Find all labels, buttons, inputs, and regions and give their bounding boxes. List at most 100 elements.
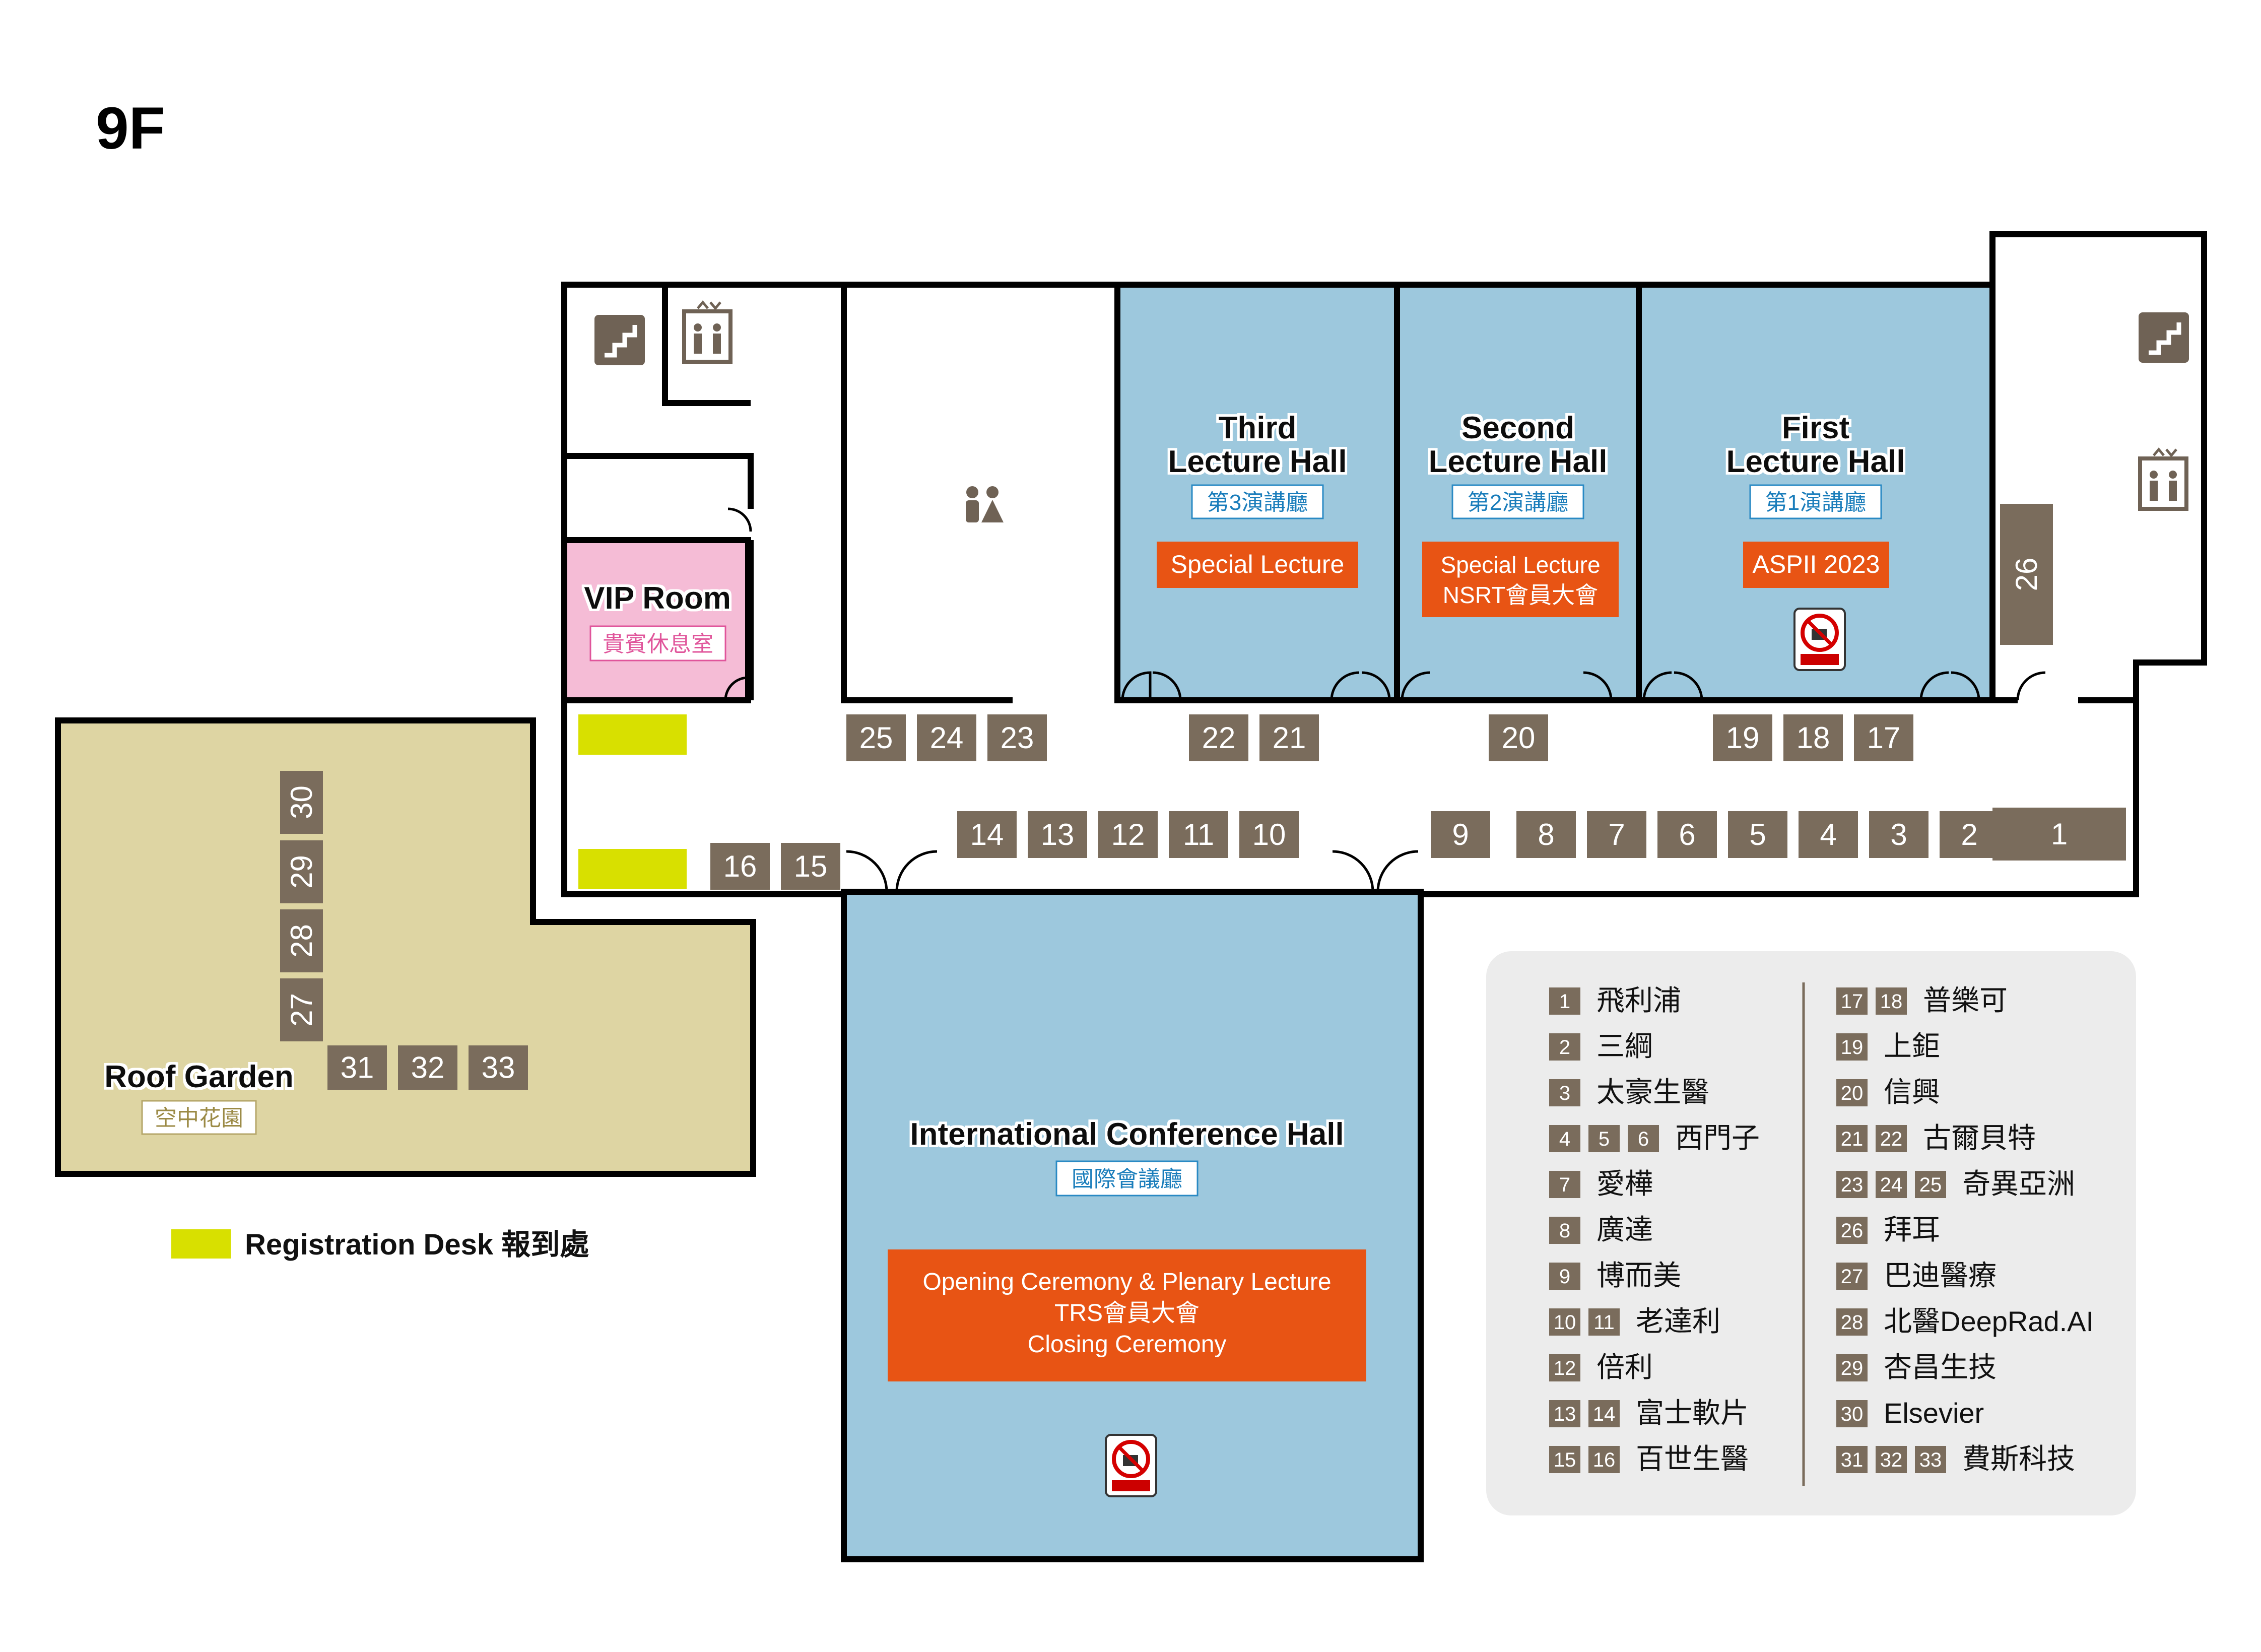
no-food-icon: [1793, 608, 1846, 671]
booth-12[interactable]: 12: [1098, 811, 1158, 858]
booth-box: [1489, 714, 1548, 761]
legend-badge: [1588, 1400, 1620, 1427]
booth-box: [957, 811, 1017, 858]
booth-number: 19: [1726, 721, 1760, 755]
booth-1[interactable]: 1: [1992, 808, 2126, 861]
booth-number: 6: [1679, 818, 1695, 851]
booth-26[interactable]: 26: [2000, 504, 2053, 645]
legend-badge: [1549, 1263, 1580, 1290]
legend-badge-number: 21: [1841, 1128, 1864, 1150]
booth-number: 12: [1111, 818, 1145, 851]
legend-exhibitor-name: 廣達: [1597, 1214, 1653, 1245]
booth-box: [398, 1045, 457, 1090]
roof-garden-title: Roof Garden: [104, 1060, 293, 1094]
legend-badge: [1588, 1446, 1620, 1473]
vip-room[interactable]: [561, 537, 751, 703]
third-hall-event: Special Lecture: [1171, 550, 1345, 578]
second-hall-event: Special Lecture: [1440, 552, 1600, 578]
booth-18[interactable]: 18: [1783, 714, 1843, 761]
legend-badge-number: 30: [1841, 1403, 1864, 1425]
legend-badge-number: 1: [1559, 990, 1570, 1013]
legend-badge: [1549, 1446, 1580, 1473]
booth-box: [327, 1045, 387, 1090]
registration-label: Registration Desk 報到處: [245, 1228, 589, 1261]
booth-box: [1940, 811, 1999, 858]
booth-4[interactable]: 4: [1799, 811, 1858, 858]
booth-box: [1799, 811, 1858, 858]
booth-13[interactable]: 13: [1028, 811, 1087, 858]
legend-exhibitor-name: 北醫DeepRad.AI: [1884, 1305, 2094, 1337]
booth-23[interactable]: 23: [987, 714, 1047, 761]
restroom-icon: [966, 486, 1004, 522]
booth-2[interactable]: 2: [1940, 811, 1999, 858]
booth-number: 18: [1797, 721, 1830, 755]
booth-box: [1239, 811, 1299, 858]
booth-8[interactable]: 8: [1516, 811, 1576, 858]
booth-box: [1516, 811, 1576, 858]
booth-number: 16: [723, 849, 757, 883]
roof-garden: [55, 717, 756, 1177]
booth-27[interactable]: 27: [280, 978, 323, 1041]
booth-20[interactable]: 20: [1489, 714, 1548, 761]
booth-15[interactable]: 15: [781, 843, 840, 890]
legend-badge: [1549, 1171, 1580, 1198]
legend-exhibitor-name: 飛利浦: [1597, 984, 1681, 1016]
booth-33[interactable]: 33: [469, 1045, 528, 1090]
booth-box: [1783, 714, 1843, 761]
booth-number: 7: [1608, 818, 1625, 851]
legend-exhibitor-name: 拜耳: [1884, 1214, 1940, 1245]
vip-room-zh: 貴賓休息室: [603, 632, 713, 656]
booth-25[interactable]: 25: [846, 714, 906, 761]
second-hall-event: NSRT會員大會: [1443, 582, 1598, 608]
booth-box: [781, 843, 840, 890]
booth-32[interactable]: 32: [398, 1045, 457, 1090]
legend-exhibitor-name: 杏昌生技: [1884, 1351, 1997, 1383]
legend-exhibitor-name: 太豪生醫: [1597, 1076, 1709, 1108]
intl-hall-event: TRS會員大會: [1054, 1300, 1200, 1327]
booth-28[interactable]: 28: [280, 909, 323, 972]
booth-30[interactable]: 30: [280, 771, 323, 834]
booth-29[interactable]: 29: [280, 840, 323, 903]
legend-badge: [1549, 1125, 1580, 1152]
booth-11[interactable]: 11: [1169, 811, 1228, 858]
booth-10[interactable]: 10: [1239, 811, 1299, 858]
booth-16[interactable]: 16: [710, 843, 770, 890]
legend-exhibitor-name: 三綱: [1597, 1030, 1653, 1062]
first-hall-title: First: [1782, 411, 1849, 445]
booth-number: 30: [285, 785, 318, 819]
legend-badge-number: 24: [1880, 1174, 1903, 1196]
vip-room-title: VIP Room: [584, 581, 731, 616]
legend-badge: [1836, 1033, 1868, 1061]
booth-19[interactable]: 19: [1713, 714, 1772, 761]
booth-22[interactable]: 22: [1189, 714, 1248, 761]
legend-badge: [1915, 1446, 1946, 1473]
booth-9[interactable]: 9: [1431, 811, 1490, 858]
booth-17[interactable]: 17: [1854, 714, 1913, 761]
booth-14[interactable]: 14: [957, 811, 1017, 858]
booth-7[interactable]: 7: [1587, 811, 1646, 858]
legend-badge-number: 31: [1841, 1449, 1864, 1471]
booth-24[interactable]: 24: [917, 714, 976, 761]
booth-number: 29: [285, 855, 318, 889]
booth-31[interactable]: 31: [327, 1045, 387, 1090]
booth-6[interactable]: 6: [1657, 811, 1717, 858]
booth-box: [710, 843, 770, 890]
booth-21[interactable]: 21: [1259, 714, 1319, 761]
legend-badge: [1549, 1079, 1580, 1106]
event-boxes: Special Lecture Special Lecture NSRT會員大會…: [888, 542, 1889, 1381]
legend-badge: [1836, 1079, 1868, 1106]
booth-box: [1713, 714, 1772, 761]
door-arcs: [724, 507, 2046, 892]
booth-box: [280, 771, 323, 834]
booth-number: 32: [411, 1051, 445, 1085]
booth-5[interactable]: 5: [1728, 811, 1787, 858]
booth-3[interactable]: 3: [1869, 811, 1928, 858]
first-hall-title: Lecture Hall: [1726, 444, 1905, 479]
